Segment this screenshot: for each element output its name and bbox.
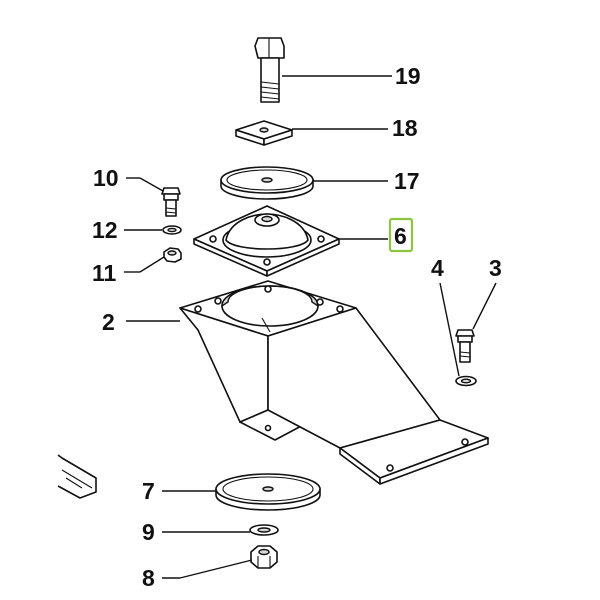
- leader-4: [439, 282, 460, 377]
- callout-labels: 19 18 17 10 12 11 6 4 3 2 7 9 8: [92, 63, 502, 591]
- rubber-mount-part: [193, 205, 340, 277]
- bolt-right-part: [455, 329, 475, 363]
- disc-washer-part: [220, 166, 314, 200]
- leader-lines: [124, 75, 497, 579]
- small-washer-part: [162, 225, 182, 235]
- bolt-long-part: [254, 37, 285, 103]
- lower-disc-part: [215, 473, 321, 511]
- side-channel-fragment: [57, 454, 97, 499]
- callout-19: 19: [395, 63, 421, 89]
- callout-18: 18: [392, 115, 418, 141]
- callout-2: 2: [102, 309, 115, 335]
- washer-right-part: [455, 375, 477, 387]
- callout-6: 6: [394, 223, 407, 249]
- leader-3: [472, 282, 497, 330]
- callout-12: 12: [92, 217, 118, 243]
- leader-10b: [139, 177, 164, 192]
- callout-11: 11: [92, 260, 117, 286]
- leader-11b: [139, 256, 165, 273]
- callout-17: 17: [394, 168, 420, 194]
- small-bolt-part: [161, 187, 181, 217]
- lower-nut-part: [250, 545, 278, 569]
- callout-7: 7: [142, 478, 155, 504]
- small-nut-part: [163, 247, 182, 263]
- support-bracket-part: [179, 280, 489, 485]
- callout-4: 4: [431, 255, 444, 281]
- callout-9: 9: [142, 519, 155, 545]
- callout-6-highlight: [388, 217, 414, 253]
- lower-washer-part: [249, 524, 279, 536]
- callout-3: 3: [489, 255, 502, 281]
- leader-8b: [179, 559, 253, 579]
- callout-10: 10: [93, 165, 119, 191]
- callout-8: 8: [142, 565, 155, 591]
- square-plate-part: [235, 120, 293, 146]
